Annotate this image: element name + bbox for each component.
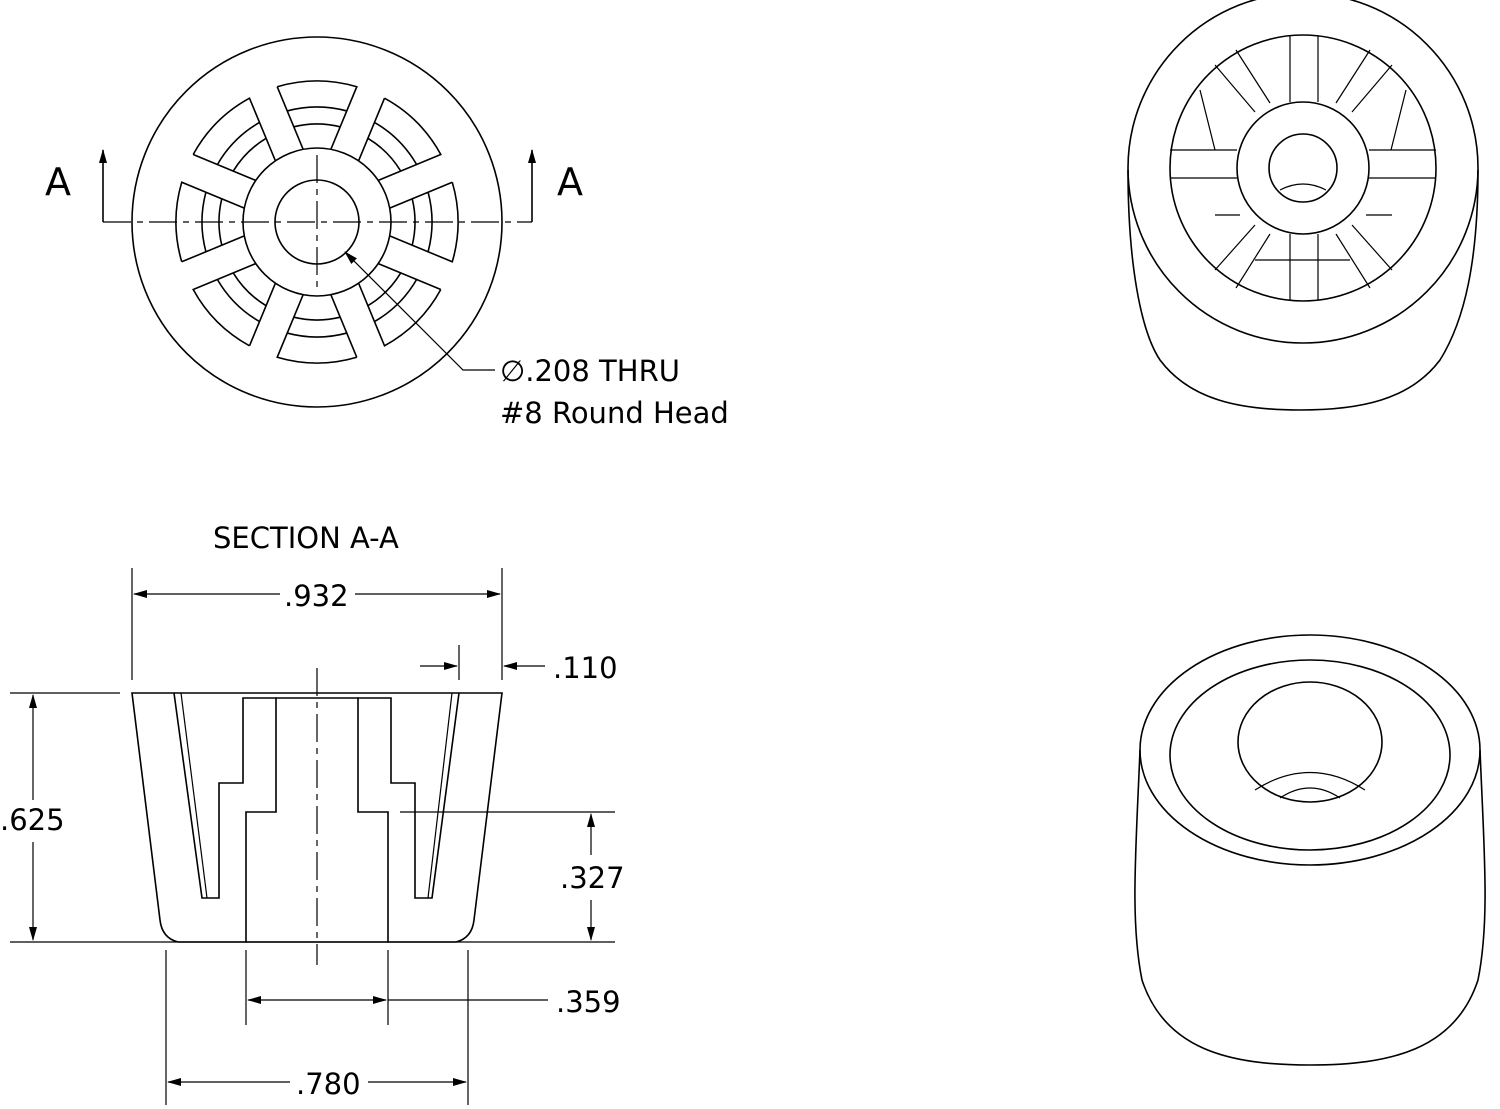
rib-ring-arc [216,279,260,323]
extension-lines [10,568,615,1105]
rib-ring-arc [232,272,267,307]
rib-ring-arc [293,123,341,128]
iso-view-bottom-side [1127,0,1479,411]
rib-ring-arc [232,137,267,172]
hole-callout-line2: #8 Round Head [500,396,729,430]
rib-edge-right [427,692,453,899]
rib-ring-arc [216,121,260,165]
dim-base-width: .780 [296,1067,361,1101]
rib-ring-arc [293,316,341,321]
rib-ring-arc [287,332,347,338]
hole-callout-line1: ∅.208 THRU [500,354,680,388]
iso-view-top-side [1134,634,1486,1066]
rib-sector [389,181,459,263]
iso-ribs [1170,35,1436,300]
rib-ring-arc [374,121,418,165]
dim-height: .625 [0,803,65,837]
dim-top-width: .932 [284,579,349,613]
rib-sector [192,262,277,347]
rib-sector [357,97,442,182]
rib-ring-arc [374,279,418,323]
outer-circle [131,36,503,408]
rib-ring-arc [367,272,402,307]
rib-sectors [175,80,459,364]
iso2-inner-rim [1169,659,1451,851]
iso-body-outline [1127,169,1479,411]
iso-top-rim [1127,0,1479,344]
section-hatch-right [357,692,503,943]
iso-hub [1236,101,1370,235]
rib-edge-left [180,692,208,899]
dim-counterbore-depth: .327 [560,861,625,895]
section-title: SECTION A-A [213,521,399,555]
rib-sector [192,97,277,182]
section-label-left: A [45,160,71,204]
rib-sector [357,262,442,347]
iso-rib-ring [1169,34,1437,302]
iso2-counterbore-floor [1254,771,1366,791]
rib-sector [276,80,358,150]
iso2-counterbore [1237,681,1383,803]
hole-leader [344,251,495,371]
rib-sector [175,181,245,263]
iso-hole [1268,133,1338,203]
top-view: A A ∅.208 THRU #8 Round Head [45,36,729,430]
section-hatch-left [131,692,277,943]
iso2-top-rim [1139,634,1481,866]
rib-ring-arc [367,137,402,172]
dim-counterbore-dia: .359 [556,985,621,1019]
iso2-body-outline [1134,749,1486,1066]
rib-sector [276,294,358,364]
section-view: SECTION A-A .932 .110 [0,521,625,1105]
dim-wall: .110 [553,651,618,685]
rib-ring-arc [287,106,347,112]
section-label-right: A [557,160,583,204]
iso2-thru-hole [1279,787,1341,799]
